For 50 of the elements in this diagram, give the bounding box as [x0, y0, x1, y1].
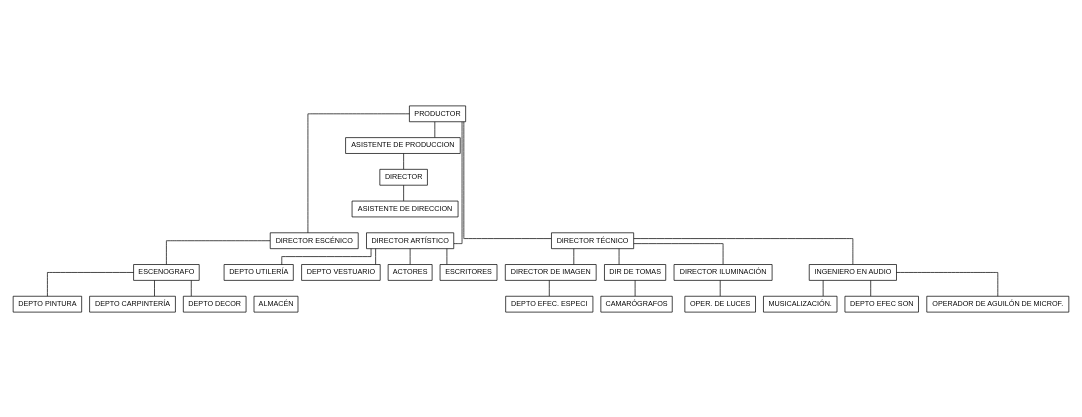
node-box: DEPTO DECOR [183, 295, 247, 312]
connector [307, 112, 410, 233]
node-box: DIRECTOR ILUMINACIÓN [673, 263, 773, 281]
connector [446, 247, 448, 265]
connector [434, 120, 436, 138]
node-box: MUSICALIZACIÓN. [763, 295, 838, 312]
node-box: DEPTO CARPINTERÍA [89, 295, 176, 312]
node-box: OPERADOR DE AGUILÓN DE MICROF. [926, 295, 1070, 312]
node-box: DEPTO UTILERÍA [223, 263, 294, 281]
node-box: ESCRITORES [439, 263, 498, 281]
node-box: OPER. DE LUCES [684, 295, 756, 312]
connector [403, 152, 404, 169]
node-box: DIRECTOR ARTÍSTICO [366, 231, 455, 249]
node-box: INGENIERO EN AUDIO [808, 263, 897, 281]
node-box: ACTORES [387, 263, 433, 281]
node-box: DIRECTOR ESCÉNICO [269, 231, 359, 249]
node-box: DEPTO EFEC. ESPECI [505, 295, 594, 312]
node-box: CAMARÓGRAFOS [600, 295, 673, 312]
node-box: DIRECTOR [379, 168, 428, 186]
connector [403, 184, 404, 201]
connector [166, 239, 271, 265]
connector [154, 279, 155, 296]
connector [281, 247, 372, 265]
connector [633, 242, 724, 265]
connector [822, 279, 824, 296]
node-box: ASISTENTE DE DIRECCION [351, 200, 459, 217]
connector [896, 271, 999, 297]
connector [463, 120, 552, 239]
connector [190, 279, 192, 296]
node-box: DEPTO VESTUARIO [301, 263, 381, 281]
node-box: DEPTO PINTURA [12, 295, 83, 312]
node-box: ESCENOGRAFO [133, 263, 200, 281]
node-box: DIR DE TOMAS [604, 263, 667, 281]
connector [618, 247, 620, 265]
connector [633, 237, 854, 265]
node-box: ASISTENTE DE PRODUCCION [345, 136, 461, 154]
connector [634, 279, 636, 296]
connector [375, 247, 376, 265]
connector [573, 247, 575, 265]
node-box: PRODUCTOR [409, 105, 466, 122]
connector [548, 279, 550, 296]
node-box: ALMACÉN [253, 295, 299, 312]
connector [453, 121, 463, 244]
node-box: DIRECTOR TÉCNICO [551, 231, 634, 249]
node-box: DIRECTOR DE IMAGEN [504, 263, 597, 281]
node-box: DEPTO EFEC SON [844, 295, 919, 312]
connector [409, 247, 411, 265]
connector [719, 279, 721, 296]
connector [870, 279, 872, 296]
connector [47, 271, 134, 297]
